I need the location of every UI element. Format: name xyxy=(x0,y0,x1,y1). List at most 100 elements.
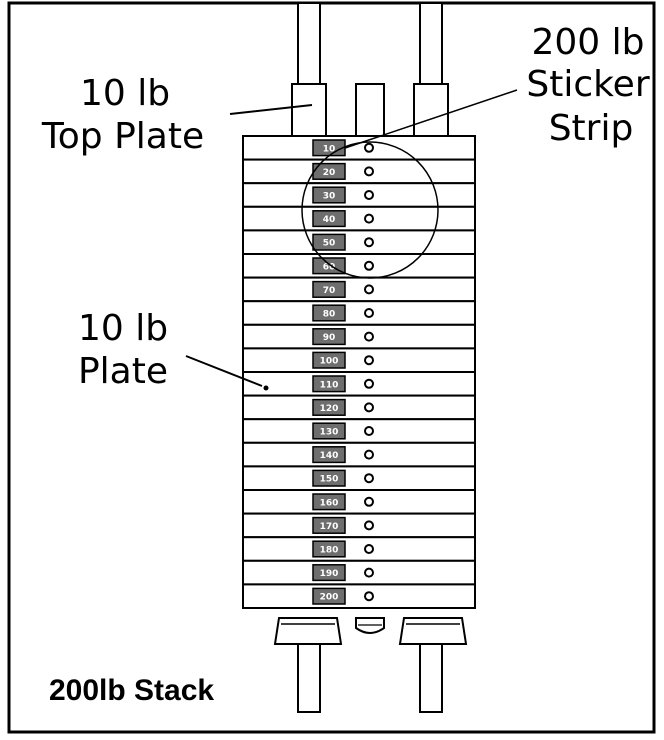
selector-pin-hole[interactable] xyxy=(364,260,374,271)
selector-pin-hole[interactable] xyxy=(364,496,374,507)
plate-outline xyxy=(242,465,476,491)
right-guide-rod-top xyxy=(419,2,443,87)
selector-pin-hole[interactable] xyxy=(364,237,374,248)
weight-sticker xyxy=(312,304,346,322)
weight-sticker-label: 100 xyxy=(320,357,339,367)
weight-plate: 70 xyxy=(242,276,476,303)
weight-sticker-label: 60 xyxy=(323,262,336,272)
weight-plate: 100 xyxy=(242,347,476,373)
selector-post-top xyxy=(355,83,385,137)
selector-pin-hole[interactable] xyxy=(364,213,374,224)
weight-sticker xyxy=(312,328,346,346)
weight-plate: 90 xyxy=(242,323,476,350)
plate-outline xyxy=(242,323,476,350)
weight-sticker xyxy=(312,280,346,298)
weight-sticker xyxy=(312,375,346,393)
selector-pin-hole[interactable] xyxy=(364,520,374,531)
plate-outline xyxy=(242,559,476,586)
weight-sticker xyxy=(312,587,346,605)
weight-sticker-label: 10 xyxy=(323,144,336,154)
selector-pin-hole[interactable] xyxy=(364,378,374,389)
plate-outline xyxy=(242,536,476,562)
plate-outline xyxy=(242,182,476,208)
sticker-strip-label-line3: Strip xyxy=(549,108,634,149)
weight-sticker-label: 170 xyxy=(320,522,339,532)
weight-sticker-label: 140 xyxy=(320,451,339,461)
weight-sticker xyxy=(312,446,346,464)
stack-caption: 200lb Stack xyxy=(49,674,215,707)
plate-stack: 1020304050607080901001101201301401501601… xyxy=(242,135,476,610)
selector-pin-hole[interactable] xyxy=(364,426,374,436)
weight-sticker-label: 190 xyxy=(320,569,339,579)
sticker-strip-label-line2: Sticker xyxy=(526,64,649,105)
weight-sticker xyxy=(312,162,346,180)
plate-outline xyxy=(242,418,476,444)
weight-sticker xyxy=(312,493,346,511)
plate-outline xyxy=(242,135,476,161)
plate-outline xyxy=(242,371,476,397)
selector-pin-hole[interactable] xyxy=(364,331,374,342)
weight-sticker-label: 70 xyxy=(323,286,336,296)
selector-pin-hole[interactable] xyxy=(364,567,374,578)
weight-sticker-label: 90 xyxy=(323,333,336,343)
diagram-border xyxy=(7,1,656,734)
weight-sticker-label: 200 xyxy=(320,593,339,603)
plate-outline xyxy=(242,583,476,610)
plate-outline xyxy=(242,229,476,255)
weight-sticker-label: 20 xyxy=(323,168,336,178)
selector-pin-hole[interactable] xyxy=(364,355,374,366)
weight-sticker-label: 180 xyxy=(320,546,339,556)
selector-pin-hole[interactable] xyxy=(364,308,374,318)
weight-plate: 200 xyxy=(242,583,476,610)
plate-label-line2: Plate xyxy=(78,351,168,392)
selector-pin-hole[interactable] xyxy=(364,142,374,153)
weight-sticker xyxy=(312,398,346,416)
weight-plate: 130 xyxy=(242,418,476,444)
weight-plate: 80 xyxy=(242,300,476,326)
plate-outline xyxy=(242,489,476,515)
weight-sticker-label: 120 xyxy=(320,404,339,414)
plate-outline xyxy=(242,158,476,185)
weight-sticker-label: 30 xyxy=(323,192,336,202)
right-bushing xyxy=(413,83,449,137)
sticker-strip-label-line1: 200 lb xyxy=(531,22,644,63)
selector-pin-hole[interactable] xyxy=(364,402,374,413)
weight-sticker-label: 160 xyxy=(320,498,339,508)
selector-pin-hole[interactable] xyxy=(364,449,374,460)
weight-plate: 190 xyxy=(242,559,476,586)
plate-leader-line xyxy=(185,355,263,387)
left-bushing xyxy=(291,83,327,137)
weight-sticker-label: 80 xyxy=(323,310,336,320)
plate-outline xyxy=(242,300,476,326)
weight-plate: 110 xyxy=(242,371,476,397)
weight-plate: 140 xyxy=(242,441,476,468)
weight-sticker xyxy=(312,540,346,558)
selector-pin-hole[interactable] xyxy=(364,166,374,177)
selector-pin-hole[interactable] xyxy=(364,473,374,484)
weight-plate: 60 xyxy=(242,253,476,279)
weight-plate: 40 xyxy=(242,205,476,232)
left-guide-rod-bottom xyxy=(297,643,321,713)
weight-sticker xyxy=(312,351,346,369)
selector-pin-hole[interactable] xyxy=(364,591,374,602)
selector-pin-hole[interactable] xyxy=(364,544,374,554)
top-plate-label-line1: 10 lb xyxy=(80,73,170,114)
weight-sticker-label: 130 xyxy=(320,428,339,438)
weight-sticker-label: 50 xyxy=(323,239,336,249)
plate-leader-dot xyxy=(263,385,269,391)
weight-plate: 170 xyxy=(242,512,476,539)
selector-pin-hole[interactable] xyxy=(364,190,374,200)
top-plate-leader-line xyxy=(229,104,313,115)
weight-sticker xyxy=(312,233,346,251)
sticker-strip-leader-line xyxy=(344,89,518,149)
left-guide-rod-top xyxy=(297,2,321,87)
weight-plate: 30 xyxy=(242,182,476,208)
right-guide-rod-bottom xyxy=(419,643,443,713)
weight-sticker xyxy=(312,210,346,228)
plate-outline xyxy=(242,441,476,468)
plate-outline xyxy=(242,276,476,303)
weight-sticker xyxy=(312,186,346,204)
weight-plate: 160 xyxy=(242,489,476,515)
selector-pin-hole[interactable] xyxy=(364,284,374,295)
